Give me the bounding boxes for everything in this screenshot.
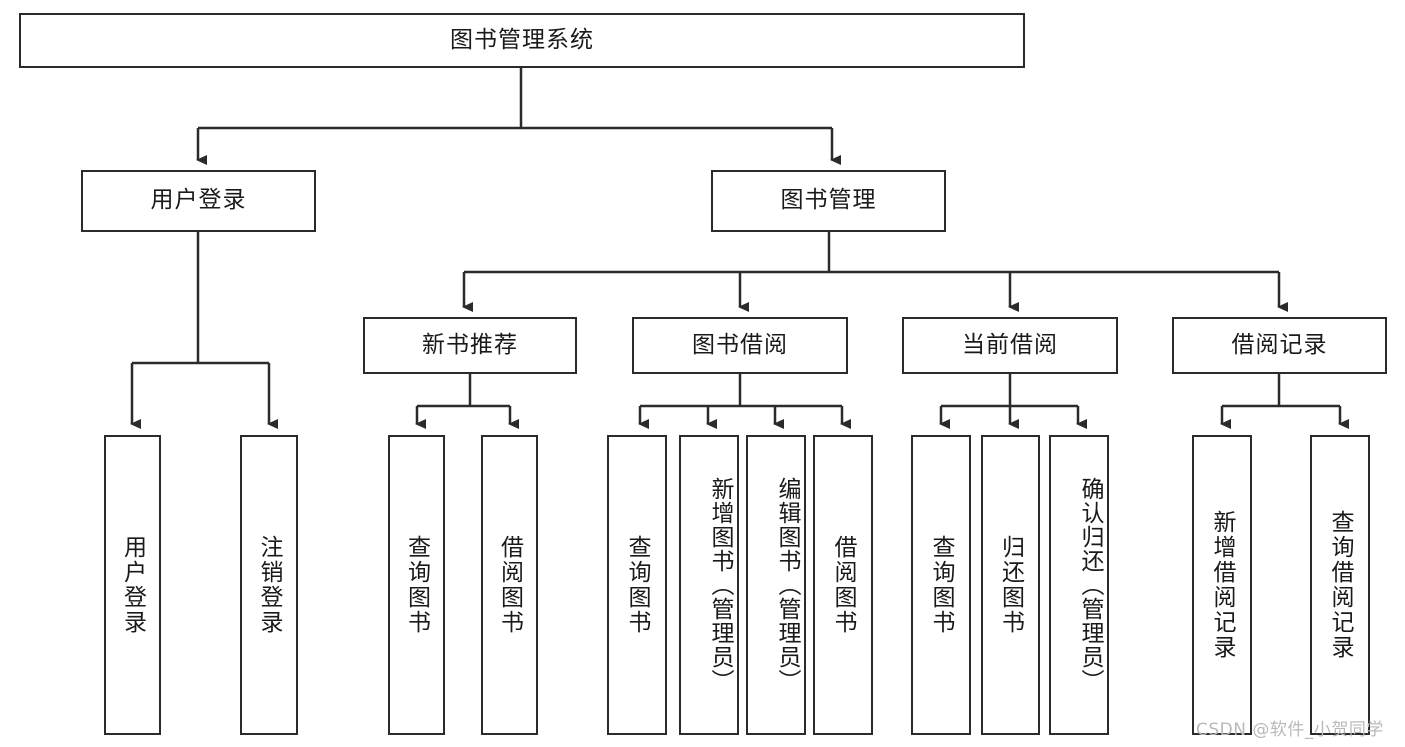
node-leaf-borrow-book-1-label: 借阅图书 xyxy=(496,535,523,635)
node-book-borrow[interactable]: 图书借阅 xyxy=(632,317,848,374)
edge-newbookrec-to-leaves xyxy=(415,374,519,429)
node-leaf-add-record[interactable]: 新增借阅记录 xyxy=(1192,435,1252,735)
edge-root-to-level2 xyxy=(196,68,841,165)
node-root[interactable]: 图书管理系统 xyxy=(19,13,1025,68)
node-leaf-edit-book[interactable]: 编辑图书（管理员） xyxy=(746,435,806,735)
node-borrow-record[interactable]: 借阅记录 xyxy=(1172,317,1387,374)
node-leaf-query-book-3[interactable]: 查询图书 xyxy=(911,435,971,735)
node-leaf-return-book[interactable]: 归还图书 xyxy=(981,435,1040,735)
node-book-manage[interactable]: 图书管理 xyxy=(711,170,946,232)
node-new-book-rec[interactable]: 新书推荐 xyxy=(363,317,577,374)
node-leaf-confirm-return[interactable]: 确认归还（管理员） xyxy=(1049,435,1109,735)
node-leaf-borrow-book-2-label: 借阅图书 xyxy=(830,535,856,635)
edge-bookmanage-to-level3 xyxy=(462,232,1288,312)
node-leaf-edit-book-label: 编辑图书（管理员） xyxy=(774,477,800,693)
node-leaf-query-book-3-label: 查询图书 xyxy=(928,535,954,635)
node-leaf-query-book-1[interactable]: 查询图书 xyxy=(388,435,445,735)
node-leaf-query-book-2-label: 查询图书 xyxy=(624,535,650,635)
node-root-label: 图书管理系统 xyxy=(450,26,594,53)
node-leaf-logout[interactable]: 注销登录 xyxy=(240,435,298,735)
node-leaf-borrow-book-2[interactable]: 借阅图书 xyxy=(813,435,873,735)
node-borrow-record-label: 借阅记录 xyxy=(1231,331,1328,358)
edge-userlogin-to-leaves xyxy=(130,232,278,429)
node-book-borrow-label: 图书借阅 xyxy=(692,331,788,358)
node-user-login[interactable]: 用户登录 xyxy=(81,170,316,232)
node-new-book-rec-label: 新书推荐 xyxy=(422,331,518,358)
node-leaf-logout-label: 注销登录 xyxy=(256,535,282,635)
node-user-login-label: 用户登录 xyxy=(150,187,247,214)
node-leaf-confirm-return-label: 确认归还（管理员） xyxy=(1077,477,1103,693)
edge-borrowrecord-to-leaves xyxy=(1220,374,1349,429)
node-leaf-return-book-label: 归还图书 xyxy=(997,535,1024,635)
node-leaf-query-book-2[interactable]: 查询图书 xyxy=(607,435,667,735)
edge-bookborrow-to-leaves xyxy=(638,374,851,429)
node-leaf-query-book-1-label: 查询图书 xyxy=(403,535,430,635)
node-leaf-query-record[interactable]: 查询借阅记录 xyxy=(1310,435,1370,735)
node-leaf-add-book[interactable]: 新增图书（管理员） xyxy=(679,435,739,735)
node-leaf-query-record-label: 查询借阅记录 xyxy=(1327,510,1353,660)
node-current-borrow-label: 当前借阅 xyxy=(962,331,1058,358)
edge-currentborrow-to-leaves xyxy=(939,374,1087,429)
node-leaf-add-record-label: 新增借阅记录 xyxy=(1209,510,1235,660)
node-leaf-borrow-book-1[interactable]: 借阅图书 xyxy=(481,435,538,735)
node-leaf-add-book-label: 新增图书（管理员） xyxy=(707,477,733,693)
node-leaf-user-login-label: 用户登录 xyxy=(119,535,146,635)
node-book-manage-label: 图书管理 xyxy=(780,187,877,214)
csdn-watermark: CSDN @软件_小贺同学 xyxy=(1196,720,1384,740)
node-current-borrow[interactable]: 当前借阅 xyxy=(902,317,1118,374)
node-leaf-user-login[interactable]: 用户登录 xyxy=(104,435,161,735)
